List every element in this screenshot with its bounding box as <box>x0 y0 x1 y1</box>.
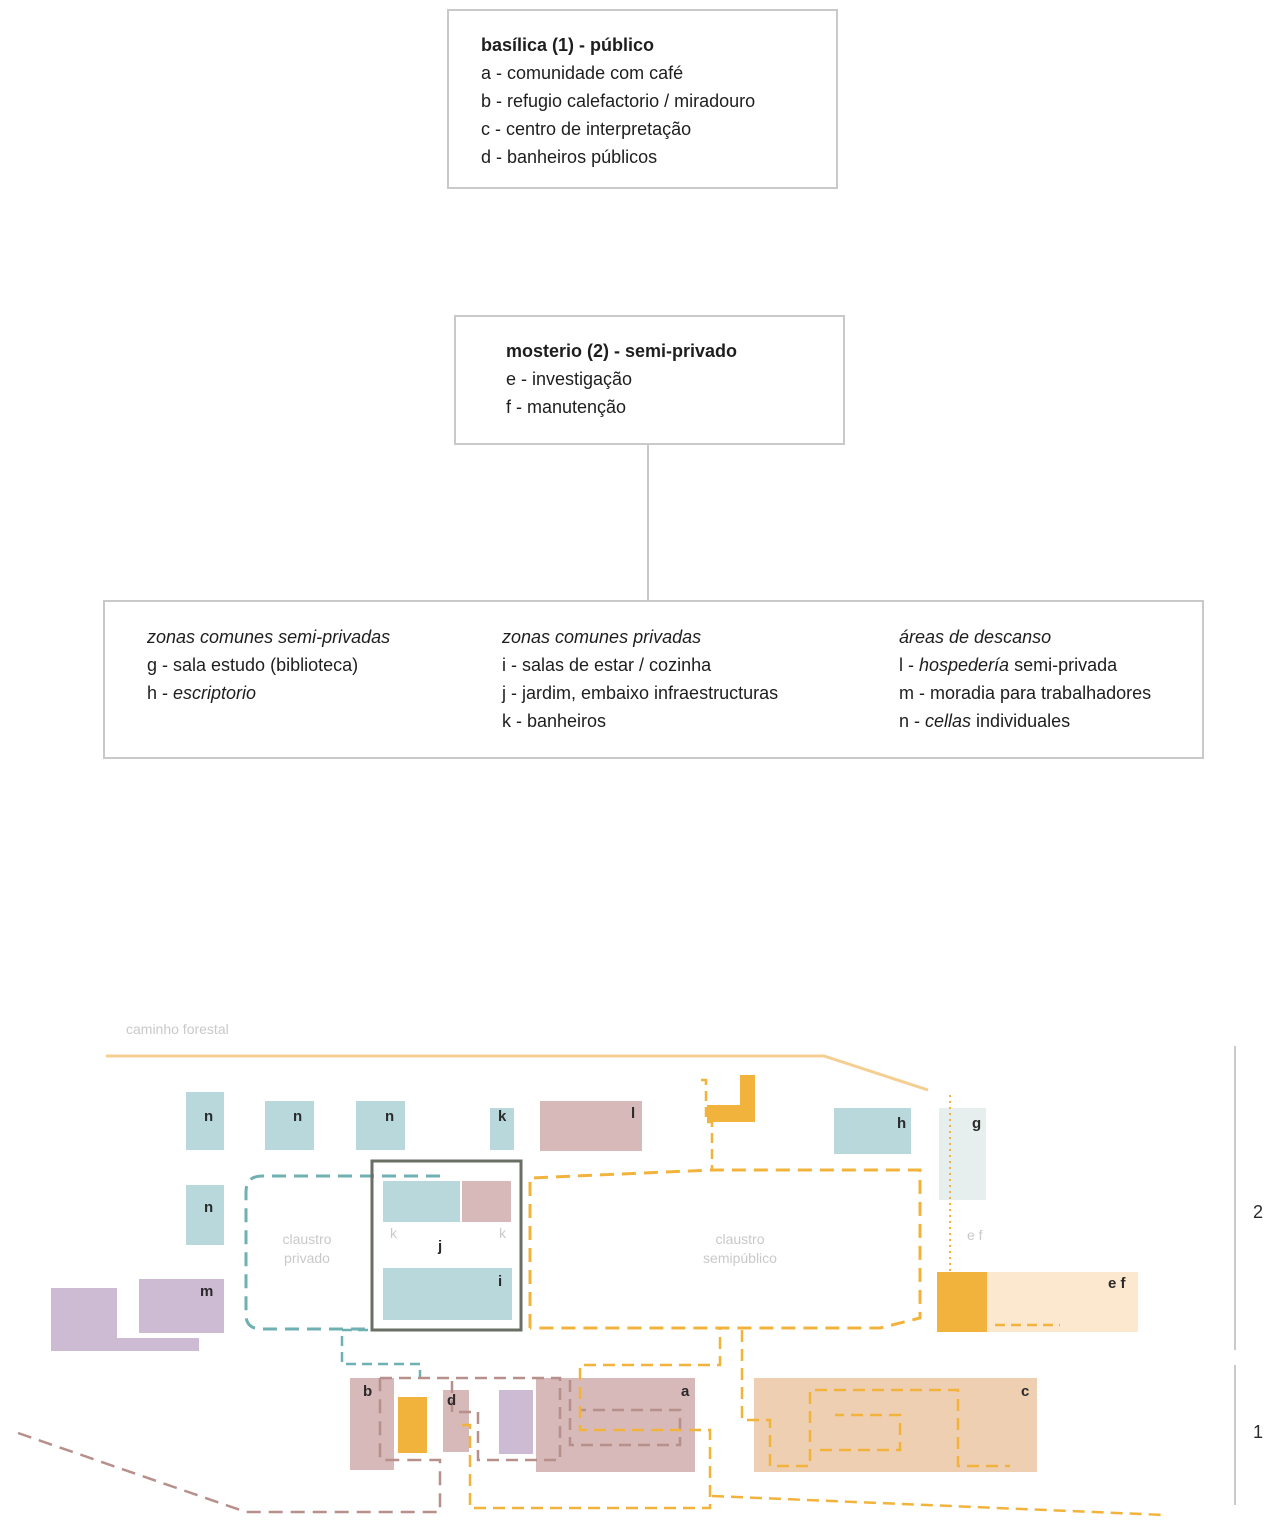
label-c: c <box>1021 1383 1029 1400</box>
zones-col2-heading: zonas comunes privadas <box>502 627 702 647</box>
zones-item-l-suffix: semi-privada <box>1009 655 1118 675</box>
basilica-item-a: a - comunidade com café <box>481 63 684 83</box>
path-rose-a <box>568 1380 682 1447</box>
basilica-item-d: d - banheiros públicos <box>481 147 658 167</box>
label-ef-right: e f <box>1108 1275 1127 1292</box>
block-k-left <box>383 1181 460 1222</box>
zones-item-n-prefix: n - <box>899 711 926 731</box>
label-n-3: n <box>385 1108 394 1125</box>
zones-item-h-prefix: h - <box>147 683 174 703</box>
zones-legend-box: zonas comunes semi-privadas g - sala est… <box>103 600 1204 759</box>
connector-line <box>647 445 649 600</box>
zones-item-n-em: cellas <box>925 711 972 731</box>
label-g: g <box>972 1115 981 1132</box>
zones-item-l-em: hospedería <box>919 655 1010 675</box>
block-n-2 <box>265 1101 314 1150</box>
block-g <box>939 1108 986 1200</box>
block-d-purple <box>499 1390 533 1454</box>
claustro-semipublico-label-2: semipúblico <box>703 1250 777 1266</box>
label-b: b <box>363 1383 372 1400</box>
mosteiro-legend-box: mosterio (2) - semi-privado e - investig… <box>454 315 845 445</box>
zones-col1-heading: zonas comunes semi-privadas <box>147 627 391 647</box>
label-a: a <box>681 1383 690 1400</box>
label-d: d <box>447 1392 456 1409</box>
zones-item-m: m - moradia para trabalhadores <box>899 683 1152 703</box>
block-b-orange <box>398 1397 427 1453</box>
label-k-top: k <box>498 1108 507 1125</box>
basilica-title: basílica (1) - público <box>481 35 655 55</box>
block-d <box>443 1390 469 1452</box>
block-k-right <box>462 1181 511 1222</box>
label-n-2: n <box>293 1108 302 1125</box>
basilica-item-c: c - centro de interpretação <box>481 119 692 139</box>
claustro-semipublico-outline <box>528 1168 922 1330</box>
basilica-item-b: b - refugio calefactorio / miradouro <box>481 91 756 111</box>
level-2-label: 2 <box>1253 1202 1263 1222</box>
zones-item-h-em: escriptorio <box>173 683 257 703</box>
path-rose-middle <box>380 1376 562 1462</box>
label-j: j <box>437 1238 442 1255</box>
zones-item-n: n - cellas individuales <box>899 707 1070 735</box>
label-k-faint-right: k <box>499 1225 507 1241</box>
block-ef-orange <box>937 1272 987 1332</box>
block-c <box>754 1378 1037 1472</box>
level-1-label: 1 <box>1253 1422 1263 1442</box>
claustro-privado-label-2: privado <box>284 1250 330 1266</box>
path-orange-east <box>711 1494 1166 1517</box>
zones-item-k: k - banheiros <box>502 711 607 731</box>
mosteiro-item-f: f - manutenção <box>506 397 627 417</box>
path-top-entry <box>701 1078 714 1170</box>
block-n-1 <box>186 1092 224 1150</box>
road-line <box>106 1054 929 1092</box>
basilica-legend-box: basílica (1) - público a - comunidade co… <box>447 9 838 189</box>
label-i: i <box>498 1273 502 1290</box>
block-h <box>834 1108 911 1154</box>
zones-col3-heading: áreas de descanso <box>899 627 1052 647</box>
zones-item-g: g - sala estudo (biblioteca) <box>147 655 359 675</box>
label-h: h <box>897 1115 906 1132</box>
mosteiro-item-e: e - investigação <box>506 369 633 389</box>
block-k-top <box>490 1108 514 1150</box>
zones-item-n-suffix: individuales <box>971 711 1071 731</box>
block-m-strip <box>117 1338 199 1351</box>
block-l <box>540 1101 642 1151</box>
block-a <box>536 1378 695 1472</box>
block-b <box>350 1378 394 1470</box>
block-m-left <box>51 1288 117 1351</box>
label-n-4: n <box>204 1199 213 1216</box>
claustro-privado-outline <box>244 1174 440 1331</box>
label-ef-faint: e f <box>967 1227 983 1243</box>
zones-item-h: h - escriptorio <box>147 679 256 707</box>
claustro-semipublico-label-1: claustro <box>715 1231 764 1247</box>
zones-item-l-prefix: l - <box>899 655 919 675</box>
label-l: l <box>631 1105 635 1122</box>
path-rose-west <box>17 1378 442 1514</box>
path-orange-c <box>740 1330 1010 1468</box>
path-orange-south <box>462 1328 722 1510</box>
block-ef-light <box>987 1272 1138 1332</box>
path-teal-down <box>340 1328 422 1378</box>
zones-item-l: l - hospedería semi-privada <box>899 651 1117 679</box>
orange-l-shape <box>707 1075 755 1122</box>
path-orange-c-inner <box>820 1413 902 1452</box>
label-k-faint-left: k <box>390 1225 398 1241</box>
label-m: m <box>200 1283 213 1300</box>
block-m <box>139 1279 224 1333</box>
label-n-1: n <box>204 1108 213 1125</box>
road-label: caminho forestal <box>126 1021 229 1037</box>
claustro-privado-label-1: claustro <box>282 1231 331 1247</box>
block-n-3 <box>356 1101 405 1150</box>
block-n-4 <box>186 1185 224 1245</box>
zones-item-j: j - jardim, embaixo infraestructuras <box>502 683 779 703</box>
zones-item-i: i - salas de estar / cozinha <box>502 655 712 675</box>
garden-j-frame <box>370 1159 523 1332</box>
mosteiro-title: mosterio (2) - semi-privado <box>506 341 738 361</box>
block-i <box>383 1268 512 1320</box>
